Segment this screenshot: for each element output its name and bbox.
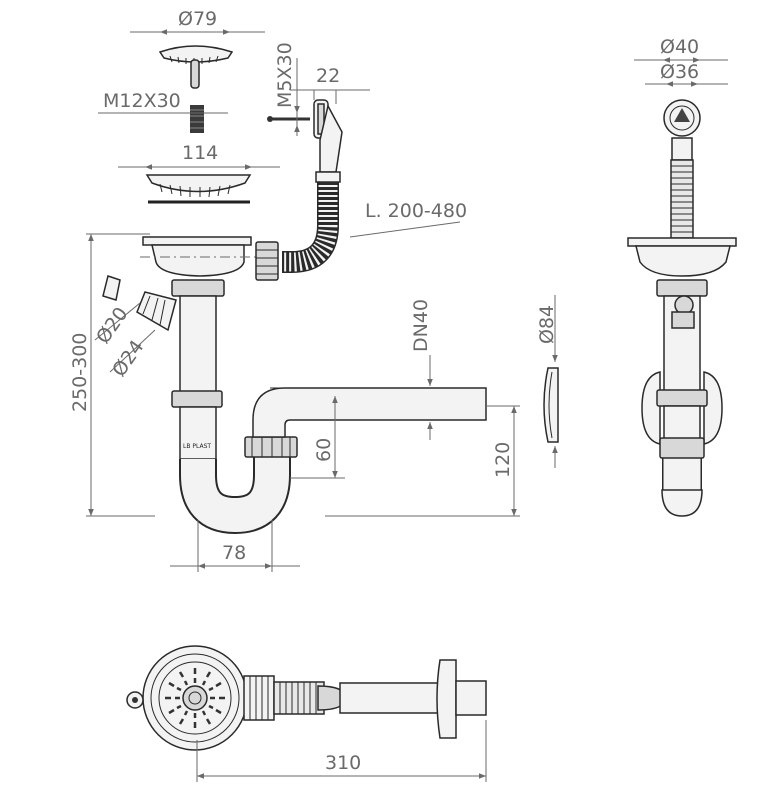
rosette-view: Ø84 bbox=[536, 295, 559, 468]
dim-d84: Ø84 bbox=[536, 305, 558, 344]
dim-250-300: 250-300 bbox=[69, 333, 91, 412]
top-view: 310 bbox=[126, 645, 487, 782]
front-view: Ø79 M12X30 114 M5X30 bbox=[69, 8, 520, 572]
dim-60: 60 bbox=[313, 438, 335, 462]
sink-outlet bbox=[140, 236, 279, 297]
dim-22: 22 bbox=[316, 65, 340, 87]
dim-d79: Ø79 bbox=[178, 8, 217, 30]
dim-dn40: DN40 bbox=[410, 299, 432, 352]
side-inlet bbox=[102, 275, 177, 332]
u-trap bbox=[179, 436, 298, 535]
brand-label: LB PLAST bbox=[183, 443, 211, 450]
flex-hose bbox=[282, 171, 341, 273]
overflow-fitting bbox=[267, 99, 343, 173]
side-view: Ø40 Ø36 bbox=[627, 36, 737, 517]
dim-78: 78 bbox=[222, 542, 246, 564]
dim-d36: Ø36 bbox=[660, 61, 699, 83]
dim-m12x30: M12X30 bbox=[103, 90, 181, 112]
dim-310: 310 bbox=[325, 752, 361, 774]
dim-114: 114 bbox=[182, 142, 218, 164]
vertical-tube: LB PLAST bbox=[171, 295, 223, 460]
sink-flange bbox=[145, 174, 252, 204]
bolt-m12 bbox=[190, 105, 204, 133]
strainer-basket bbox=[158, 45, 234, 89]
dim-d24: Ø24 bbox=[108, 336, 148, 381]
dim-l200-480: L. 200-480 bbox=[365, 200, 467, 222]
horizontal-outlet bbox=[252, 387, 487, 438]
dim-d40: Ø40 bbox=[660, 36, 699, 58]
dim-120: 120 bbox=[492, 442, 514, 478]
dim-m5x30: M5X30 bbox=[274, 42, 296, 108]
